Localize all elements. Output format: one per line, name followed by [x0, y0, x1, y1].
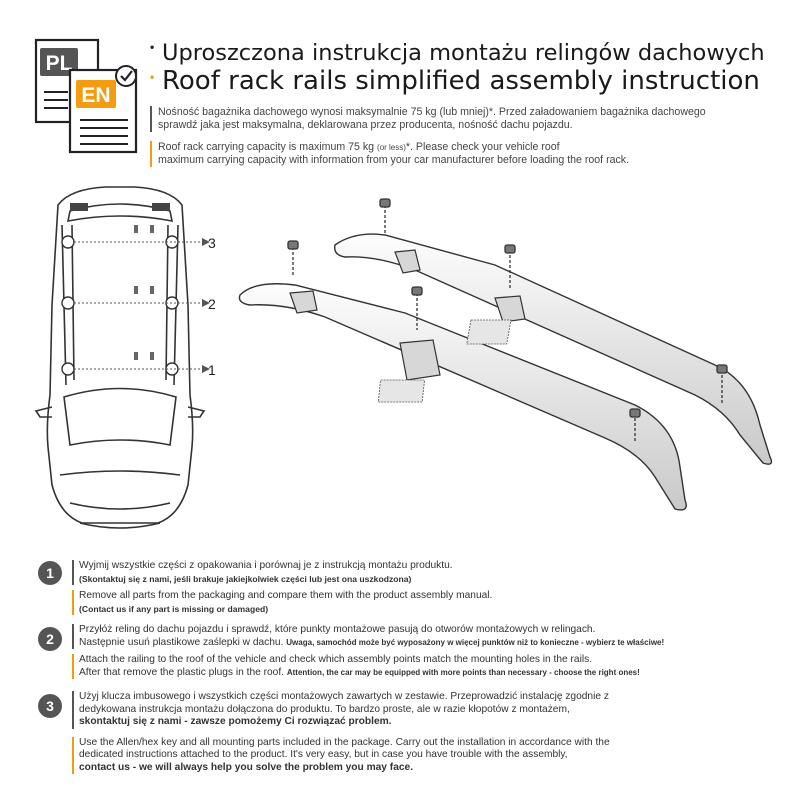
- step-3-pl: Użyj klucza imbusowego i wszystkich częś…: [79, 691, 609, 702]
- intro-en-line1: Roof rack carrying capacity is maximum 7…: [158, 141, 560, 153]
- mount-point-1-left: [61, 362, 75, 376]
- intro-pl-line2: sprawdź jaka jest maksymalna, deklarowan…: [158, 119, 573, 131]
- title-bullet-en: •: [150, 70, 155, 84]
- callout-2: 2: [208, 296, 216, 312]
- rail-foot-front: [399, 339, 441, 381]
- mirror-right: [187, 406, 206, 418]
- car-top-view-illustration: [34, 186, 210, 529]
- en-badge-bg: [76, 80, 116, 108]
- title-pl: Uproszczona instrukcja montażu relingów …: [162, 40, 765, 66]
- intro-en-line2: maximum carrying capacity with informati…: [158, 154, 630, 166]
- pl-badge: PL: [46, 52, 73, 75]
- step-1-number: 1: [38, 561, 62, 585]
- mirror-left: [34, 406, 53, 418]
- step-2: Przyłóż reling do dachu pojazdu i sprawd…: [72, 624, 784, 679]
- step-1-pl-note: (Skontaktuj się z nami, jeśli brakuje ja…: [79, 573, 412, 584]
- step-3-en: Use the Allen/hex key and all mounting p…: [79, 736, 610, 748]
- rear-window: [66, 203, 174, 223]
- step-1-en: Remove all parts from the packaging and …: [79, 590, 493, 601]
- roof-rails-illustration: [238, 198, 773, 511]
- step-2-pl-line2: Następnie usuń plastikowe zaślepki w dac…: [79, 636, 665, 648]
- step-1-pl: Wyjmij wszystkie części z opakowania i p…: [79, 560, 453, 571]
- car-body-outline: [46, 186, 194, 524]
- step-2-number: 2: [38, 627, 62, 651]
- callout-1: 1: [208, 362, 216, 378]
- pl-badge-bg: [40, 48, 78, 76]
- document-language-icon: PL EN: [34, 38, 138, 154]
- mount-point-3-left: [61, 235, 75, 249]
- callout-3: 3: [208, 235, 216, 251]
- intro-en: Roof rack carrying capacity is maximum 7…: [150, 141, 629, 167]
- step-1-en-note: (Contact us if any part is missing or da…: [79, 603, 269, 614]
- check-icon: [120, 70, 133, 82]
- intro-pl: Nośność bagażnika dachowego wynosi maksy…: [150, 106, 706, 132]
- en-badge: EN: [81, 84, 110, 107]
- rail-back: [334, 233, 773, 465]
- step-3-en-line2: dedicated instructions attached to the p…: [79, 749, 568, 760]
- step-2-pl: Przyłóż reling do dachu pojazdu i sprawd…: [79, 624, 596, 635]
- step-3-pl-line2: dedykowana instrukcja montażu dołączona …: [79, 703, 570, 715]
- title-bullet-pl: •: [150, 40, 155, 54]
- step-3-en-line3: contact us - we will always help you sol…: [79, 761, 414, 773]
- intro-pl-line1: Nośność bagażnika dachowego wynosi maksy…: [158, 106, 706, 118]
- rail-front: [238, 283, 687, 511]
- windshield: [63, 387, 177, 446]
- mount-point-2-left: [61, 296, 75, 310]
- step-2-en: Attach the railing to the roof of the ve…: [79, 654, 593, 665]
- step-1: Wyjmij wszystkie części z opakowania i p…: [72, 560, 784, 615]
- step-2-en-line2: After that remove the plastic plugs in t…: [79, 666, 640, 678]
- title-en: Roof rack rails simplified assembly inst…: [162, 66, 760, 96]
- step-3: Użyj klucza imbusowego i wszystkich częś…: [72, 691, 784, 774]
- step-3-number: 3: [38, 694, 62, 718]
- step-3-pl-line3: skontaktuj się z nami - zawsze pomożemy …: [79, 716, 392, 727]
